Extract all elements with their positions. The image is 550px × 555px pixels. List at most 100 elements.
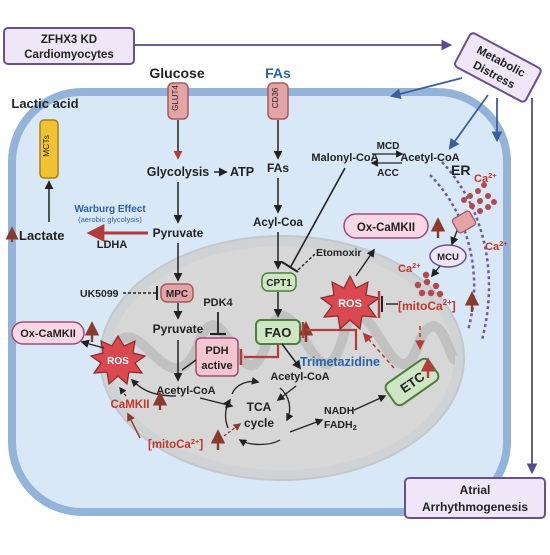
atrial-line1: Atrial — [460, 483, 491, 497]
glut4-transporter: GLUT4 — [167, 82, 189, 120]
er-ca-channel — [451, 210, 477, 234]
mitoca-right-text: [mitoCa — [398, 299, 443, 313]
mitoca-left-label: [mitoCa2+] — [148, 437, 203, 451]
pdh-line1: PDH — [205, 345, 228, 357]
acetyl-coa-top-label: Acetyl-CoA — [400, 152, 459, 164]
mcu-channel: MCU — [429, 244, 467, 268]
tca-cycle-arrow-2 — [279, 387, 294, 422]
etomoxir-label: Etomoxir — [316, 247, 362, 259]
arrow-acetyl-left-tca — [199, 397, 234, 409]
mitoca-right-label: [mitoCa2+] — [398, 298, 456, 313]
atrial-line2: Arrhythmogenesis — [422, 500, 528, 514]
mitoca-left-close: ] — [199, 439, 203, 451]
arrow-tca-nadh — [289, 418, 324, 433]
ca-er-top-text: Ca — [474, 173, 489, 185]
mcd-label: MCD — [377, 141, 400, 152]
ros-left-label: ROS — [107, 356, 129, 367]
arrow-ros-oxcamkii — [355, 248, 375, 277]
arrow-acetyl-right-tca — [276, 385, 297, 401]
camkii-label: CaMKII — [111, 399, 150, 411]
glucose-label: Glucose — [149, 65, 204, 81]
arrow-etc-ros — [362, 332, 395, 369]
atp-label: ATP — [230, 165, 254, 179]
mitoca-right-sup: 2+ — [443, 298, 452, 307]
acyl-coa-label: Acyl-Coa — [253, 217, 303, 229]
ox-camkii-left-label: Ox-CaMKII — [20, 328, 76, 340]
mcts-transporter: MCTs — [39, 119, 59, 179]
mpc-label: MPC — [166, 289, 188, 300]
inhibit-malonyl-cpt1 — [289, 167, 346, 269]
mpc-transporter: MPC — [160, 283, 194, 303]
arrow-distress-to-er — [448, 94, 489, 150]
ca-mito-label: Ca2+ — [398, 261, 421, 275]
pdk4-label: PDK4 — [203, 297, 233, 309]
pyruvate2-label: Pyruvate — [153, 322, 204, 336]
inhibit-fao-pdh — [244, 344, 280, 359]
pdh-line2: active — [201, 360, 232, 372]
cpt1-transporter: CPT1 — [261, 272, 297, 292]
er-label: ER — [451, 162, 470, 178]
trimetazidine-label: Trimetazidine — [300, 355, 380, 369]
acetyl-coa-right-label: Acetyl-CoA — [270, 371, 329, 383]
warburg-sub-label: (aerobic glycolysis) — [78, 215, 142, 224]
zfhx3-line2: Cardiomyocytes — [24, 49, 113, 61]
ca-mito-sup: 2+ — [412, 261, 421, 270]
ros-right-label: ROS — [338, 298, 362, 310]
ca-mito-text: Ca — [398, 263, 413, 275]
fao-box: FAO — [255, 319, 301, 345]
fao-label: FAO — [265, 325, 292, 340]
ros-burst-right: ROS — [319, 274, 381, 331]
acc-label: ACC — [377, 168, 399, 179]
metabolic-distress-box: Metabolic Distress — [454, 32, 542, 103]
inhibit-bar-cpt1-a — [281, 261, 299, 273]
mcts-label: MCTs — [41, 135, 51, 157]
lactate-label: Lactate — [19, 228, 65, 243]
ox-camkii-left-box: Ox-CaMKII — [11, 321, 85, 345]
arrow-acetyl-ros — [130, 378, 177, 397]
nadh-label: NADH — [324, 405, 354, 417]
ldha-label: LDHA — [97, 239, 128, 251]
fadh-sub: 2 — [353, 423, 357, 432]
ox-camkii-right-box: Ox-CaMKII — [343, 213, 429, 239]
ca-er-top-sup: 2+ — [488, 171, 497, 180]
atrial-box: Atrial Arrhythmogenesis — [404, 477, 546, 519]
arrow-distress-to-cell — [389, 77, 463, 100]
fadh-label: FADH2 — [324, 419, 357, 432]
tca-line1: TCA — [247, 400, 272, 414]
cd36-label: CD36 — [271, 87, 280, 108]
ros-burst-left: ROS — [89, 334, 147, 386]
ca-er-bottom-text: Ca — [485, 241, 500, 253]
acetyl-coa-left-label: Acetyl-CoA — [156, 385, 215, 397]
cd36-transporter: CD36 — [267, 82, 289, 120]
tca-line2: cycle — [244, 416, 274, 430]
malonyl-coa-label: Malonyl-CoA — [311, 152, 378, 164]
arrow-camkii-ros — [119, 386, 127, 397]
mitoca-left-text: [mitoCa — [148, 439, 191, 451]
fas-inner-label: FAs — [267, 161, 289, 175]
calcium-cluster-er — [461, 182, 497, 214]
arrow-mitoca-left-camkii — [127, 412, 141, 439]
arrow-mcu-mitoca — [430, 265, 441, 278]
arrow-fao-acetyl — [281, 343, 302, 370]
ox-camkii-right-label: Ox-CaMKII — [357, 222, 415, 234]
warburg-label: Warburg Effect — [74, 204, 146, 215]
fas-top-label: FAs — [265, 65, 291, 81]
arrow-ros-left-oxcamkii — [80, 339, 105, 349]
arrow-pdh-acetyl — [181, 359, 197, 371]
lactic-acid-label: Lactic acid — [11, 96, 78, 111]
zfhx3-box: ZFHX3 KD Cardiomyocytes — [3, 27, 135, 65]
ca-er-bottom-label: Ca2+ — [485, 239, 508, 253]
glut4-label: GLUT4 — [171, 85, 180, 111]
inhibit-trimetazidine — [306, 328, 358, 350]
cpt1-label: CPT1 — [266, 278, 292, 289]
ca-er-bottom-sup: 2+ — [499, 239, 508, 248]
fadh-text: FADH — [324, 419, 353, 431]
tca-cycle-arrow-1 — [231, 376, 260, 395]
glycolysis-label: Glycolysis — [147, 165, 210, 179]
pdh-box: PDH active — [195, 337, 239, 377]
tca-cycle-arrow-3 — [238, 439, 281, 447]
calcium-cluster-mito — [414, 271, 444, 298]
mitoca-left-sup: 2+ — [191, 437, 200, 446]
